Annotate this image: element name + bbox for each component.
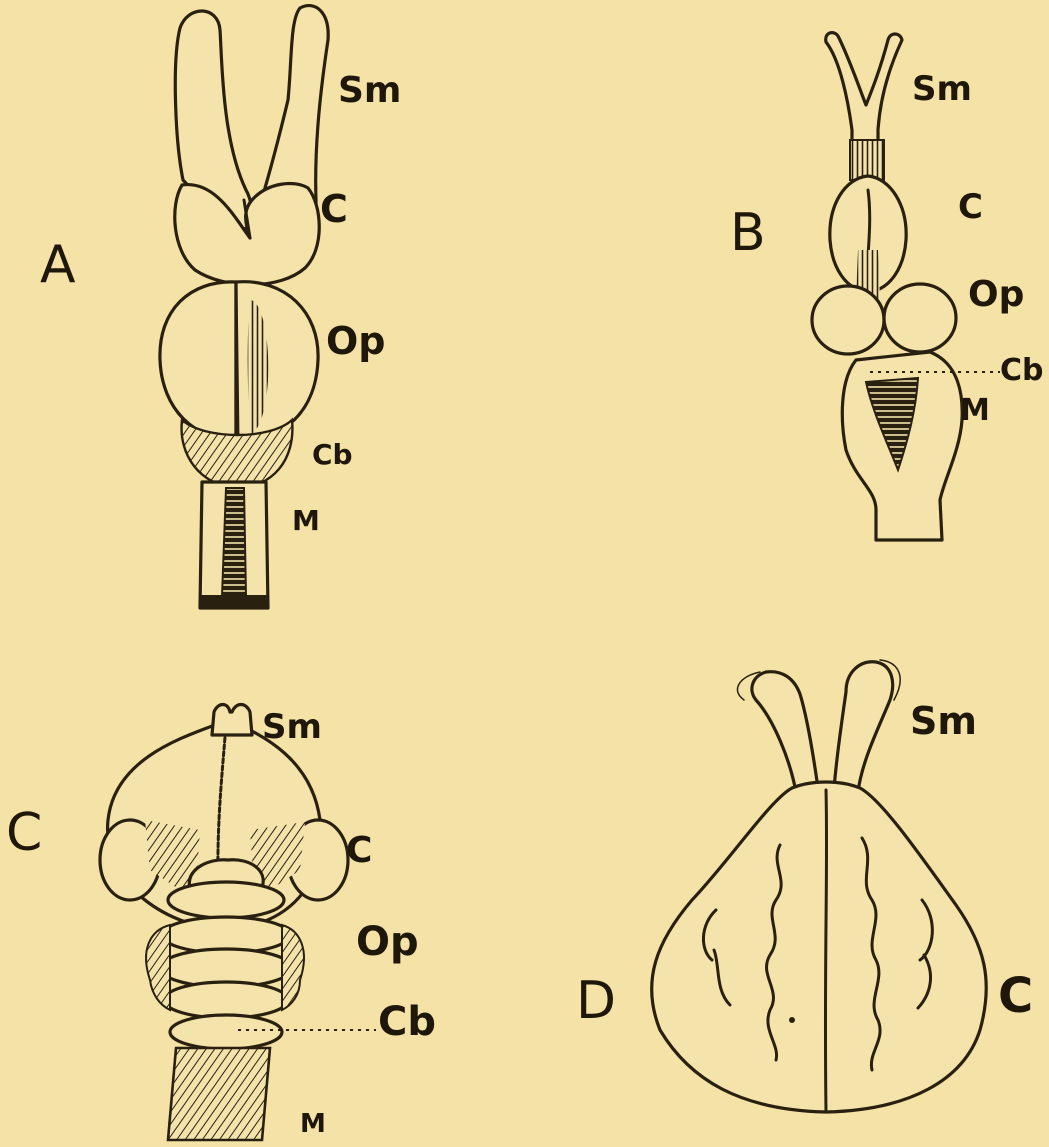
panel-b-label-op: Op [968,274,1024,315]
panel-b-optic-lobe-right [884,284,956,352]
panel-b-optic-lobe-left [812,286,884,354]
panel-c-label-cb: Cb [378,999,436,1045]
panel-a-label-op: Op [326,319,386,363]
panel-b-label-c: C [958,187,983,227]
panel-d-olfactory-lobe-right [834,662,893,792]
panel-c-label-sm: Sm [262,707,322,747]
panel-c-olfactory-lobes [212,705,252,736]
panel-d-label: D [576,971,616,1031]
panel-b-label-m: M [960,393,990,428]
panel-d-label-sm: Sm [910,699,977,743]
panel-c: C Sm C Op Cb M [6,705,436,1141]
panel-b-label: B [730,203,766,263]
panel-d-median-fissure [825,790,826,1112]
panel-d-label-c: C [998,968,1033,1024]
panel-c-medulla [168,1048,270,1140]
panel-a-label: A [40,235,76,295]
panel-b-label-cb: Cb [1000,353,1044,388]
panel-d-olfactory-lobe-left [752,672,818,792]
panel-c-label-m: M [300,1109,326,1139]
panel-d: D Sm C [576,660,1033,1112]
panel-b-olfactory-stalk [850,140,884,180]
panel-a-label-cb: Cb [312,438,353,471]
panel-a: A Sm C Op Cb M [40,6,401,608]
panel-c-label-op: Op [356,919,419,965]
panel-b: B Sm C Op Cb M [730,33,1044,540]
panel-c-cerebellum [160,860,292,1049]
panel-a-optic-lobe-left [160,282,236,440]
panel-a-medulla-fossa [222,488,246,596]
panel-a-label-m: M [292,504,320,537]
panel-a-label-sm: Sm [338,70,401,111]
panel-c-label: C [6,803,42,863]
panel-b-label-sm: Sm [912,69,972,109]
panel-a-label-c: C [320,187,348,231]
panel-d-cerebrum [652,782,987,1112]
panel-c-label-c: C [346,830,372,871]
